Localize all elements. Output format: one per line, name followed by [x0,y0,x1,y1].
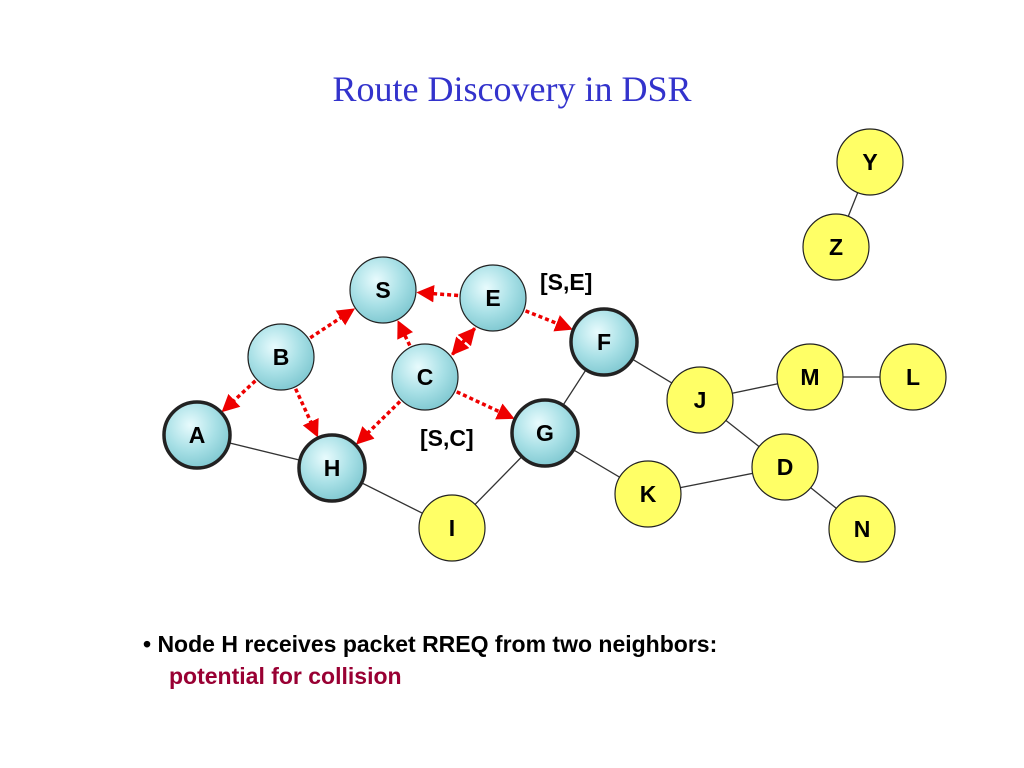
node-circle-s [349,256,417,324]
rreq-arrow-E-S [416,284,459,303]
rreq-arrow-B-A [221,379,257,413]
node-label-n: N [854,516,871,542]
node-i: I [418,494,486,562]
rreq-arrow-C-S [397,320,414,347]
node-d: D [751,433,819,501]
node-y: Y [836,128,904,196]
node-circle-z [802,213,870,281]
rreq-arrow-C-G [455,390,515,420]
node-circle-a [162,400,232,470]
node-circle-m [776,343,844,411]
node-circle-f [569,307,639,377]
node-m: M [776,343,844,411]
rreq-arrow-C-H [355,400,402,445]
rreq-arrow-B-S [309,308,356,340]
caption-line-2: potential for collision [169,663,402,689]
node-f: F [569,307,639,377]
node-circle-c [391,343,459,411]
node-b: B [247,323,315,391]
node-circle-l [879,343,947,411]
node-label-f: F [597,329,611,355]
node-z: Z [802,213,870,281]
node-j: J [666,366,734,434]
node-label-e: E [485,285,500,311]
node-label-h: H [324,455,341,481]
rreq-arrow-E-F [524,309,573,332]
rreq-arrow-E-C [451,327,477,356]
node-k: K [614,460,682,528]
node-a: A [162,400,232,470]
nodes-layer: S E B C A H G F Y Z J M L D K I N [162,128,947,563]
node-label-g: G [536,420,554,446]
node-circle-j [666,366,734,434]
caption-line-1: • Node H receives packet RREQ from two n… [143,631,718,657]
rreq-arrow-B-H [294,388,319,438]
node-circle-i [418,494,486,562]
node-label-k: K [640,481,657,507]
rreq-arrows-layer [221,284,573,445]
node-label-l: L [906,364,920,390]
node-n: N [828,495,896,563]
slide-title: Route Discovery in DSR [332,69,692,109]
node-circle-k [614,460,682,528]
node-l: L [879,343,947,411]
node-g: G [510,398,580,468]
node-c: C [391,343,459,411]
node-circle-d [751,433,819,501]
path-label-se: [S,E] [540,269,592,295]
node-circle-e [459,264,527,332]
node-circle-g [510,398,580,468]
node-label-i: I [449,515,455,541]
node-label-y: Y [862,149,877,175]
node-s: S [349,256,417,324]
node-label-d: D [777,454,794,480]
node-label-s: S [375,277,390,303]
node-circle-h [297,433,367,503]
node-circle-n [828,495,896,563]
caption: • Node H receives packet RREQ from two n… [143,628,717,692]
node-circle-b [247,323,315,391]
node-e: E [459,264,527,332]
node-label-b: B [273,344,290,370]
node-label-j: J [694,387,707,413]
node-label-z: Z [829,234,843,260]
node-label-c: C [417,364,434,390]
node-label-m: M [800,364,819,390]
node-circle-y [836,128,904,196]
node-h: H [297,433,367,503]
node-label-a: A [189,422,206,448]
path-label-sc: [S,C] [420,425,474,451]
